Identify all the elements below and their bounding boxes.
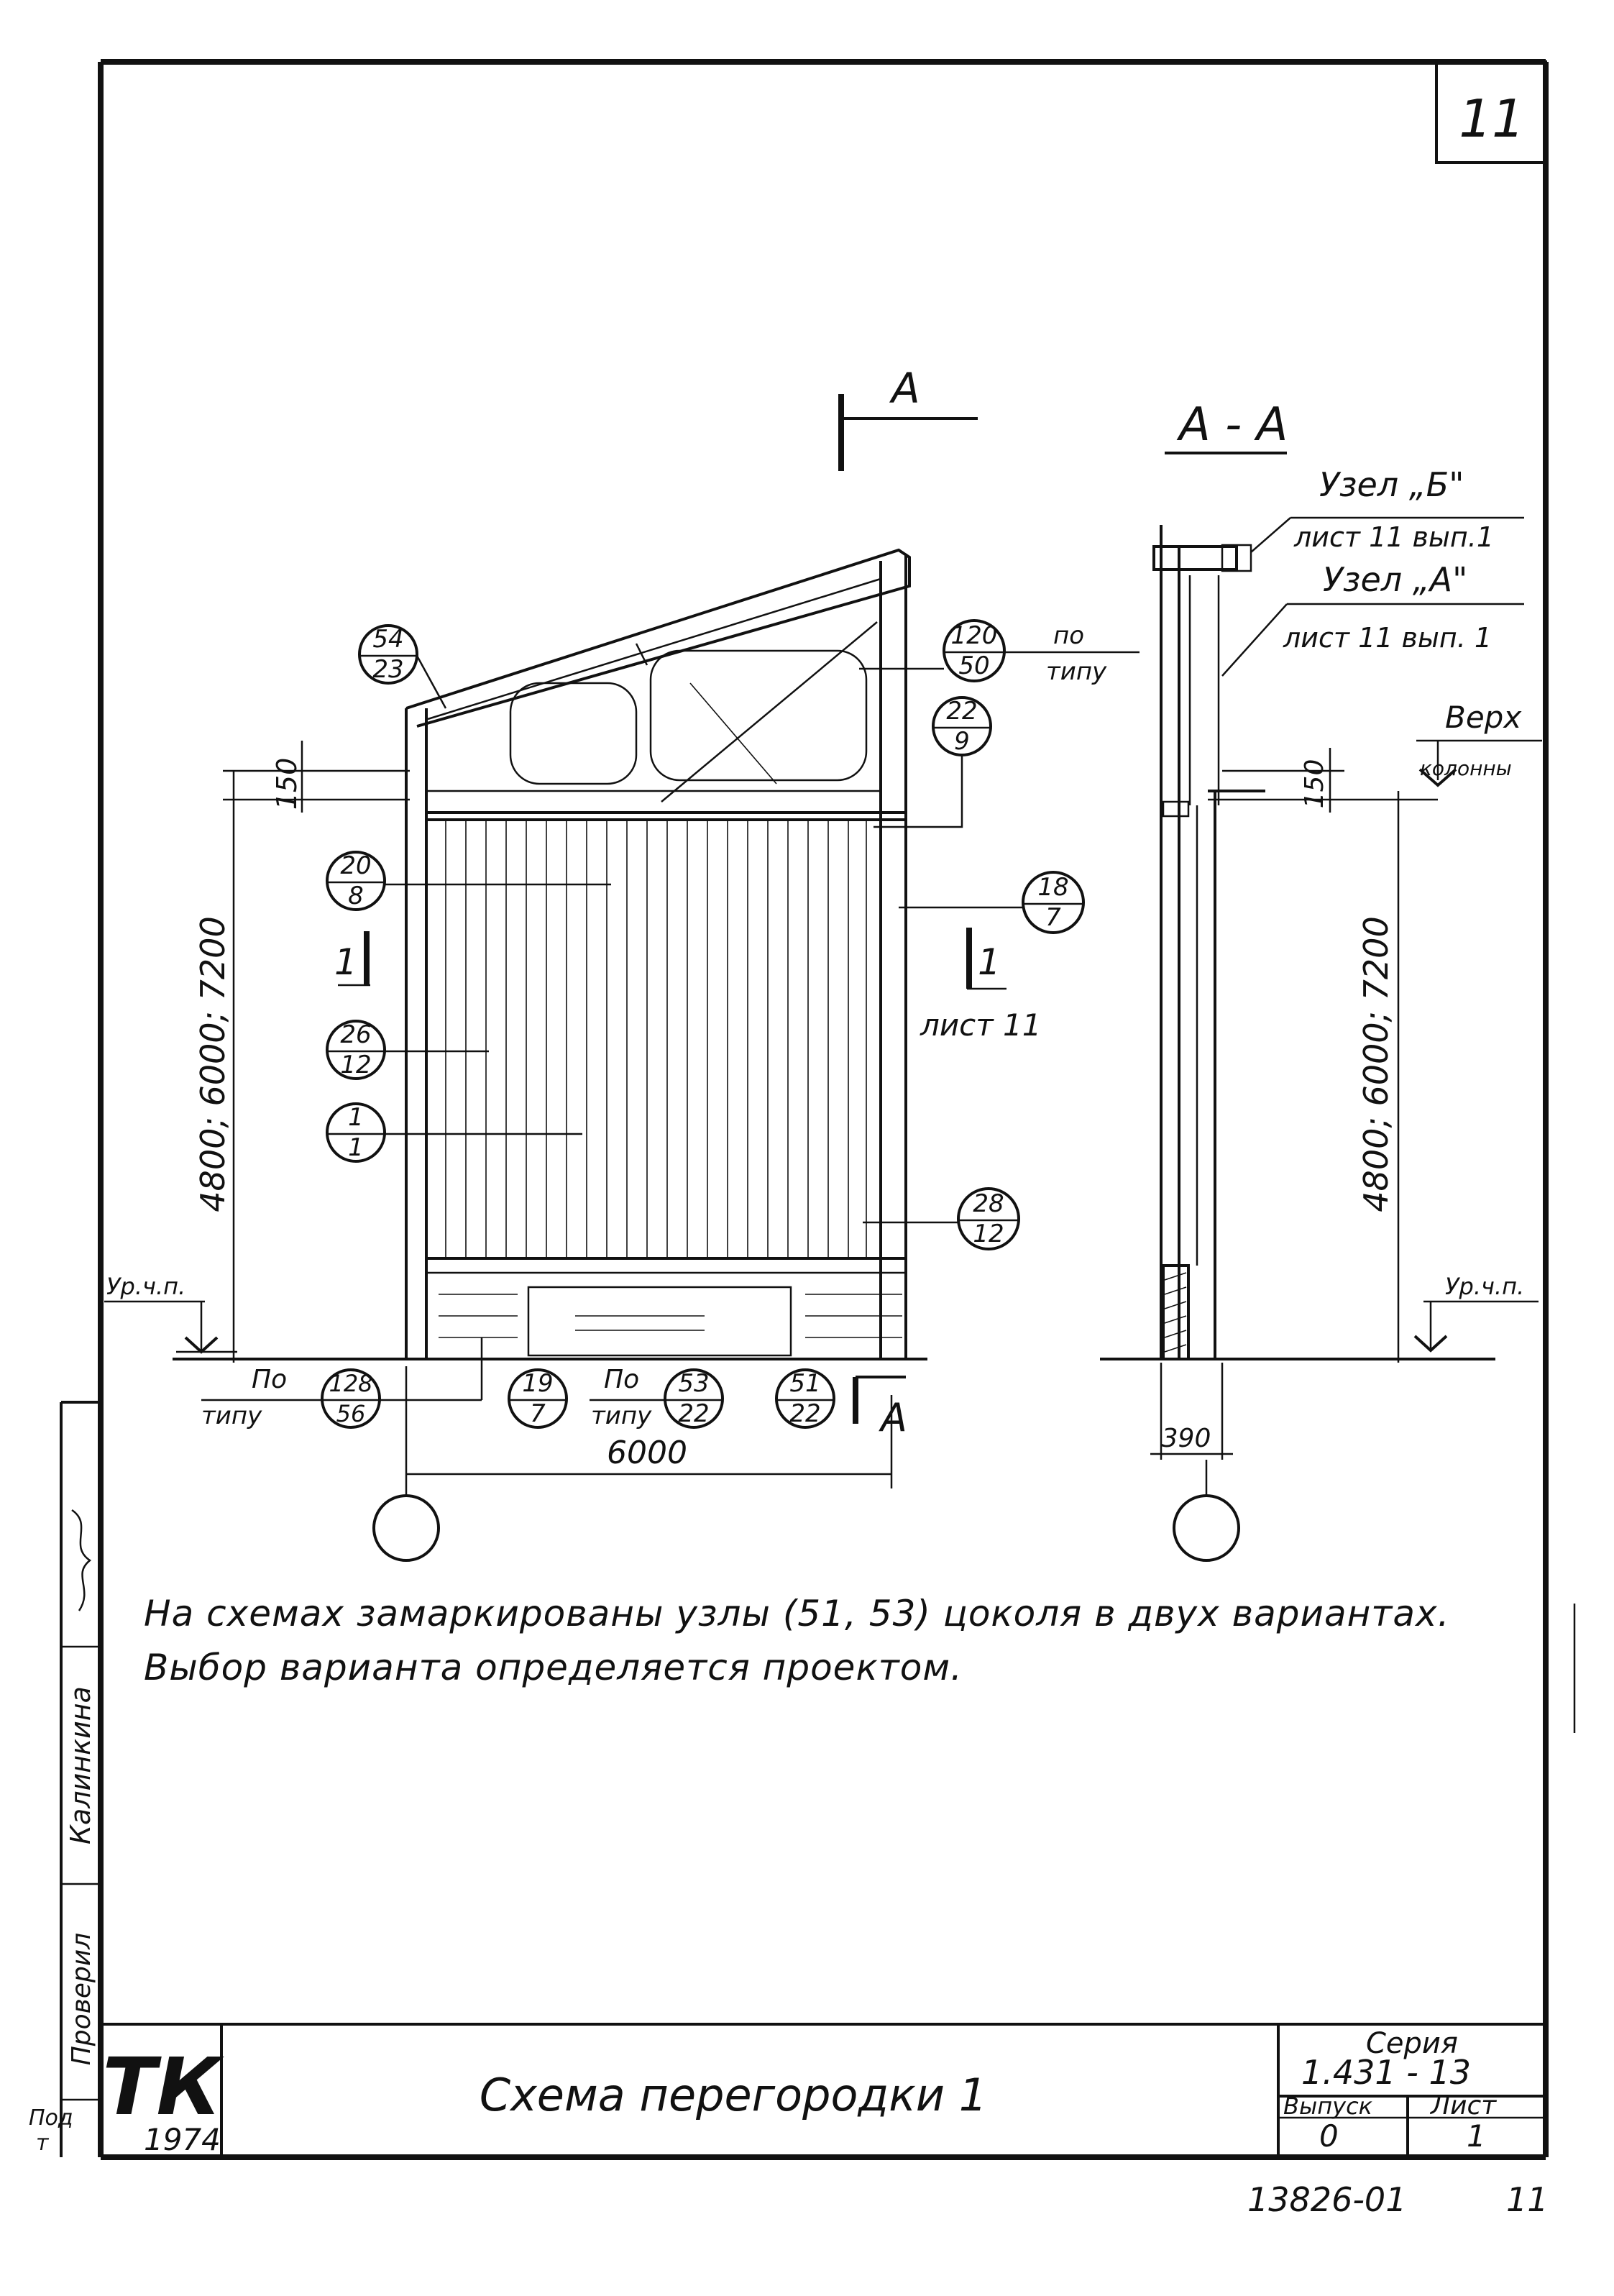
section-aa-title: A - A — [1176, 398, 1288, 452]
node-callout-label-12: 1 — [348, 1103, 364, 1132]
node-120-50: 120 50 по типу — [859, 619, 1140, 686]
node-callout-label-9: 7 — [1045, 903, 1061, 932]
elevation-dim-heights: 4800; 6000; 7200 — [193, 916, 232, 1212]
stamp-checked-label: Проверил — [67, 1933, 96, 2066]
node-callout-label-11: 12 — [340, 1051, 371, 1079]
section-mark-bottom: A — [853, 1376, 907, 1440]
series-value: 1.431 - 13 — [1301, 2053, 1471, 2092]
node-26-12: 26 12 — [326, 1020, 489, 1080]
node-20-8: 20 8 — [326, 851, 611, 911]
node-callout-label-6: 20 — [340, 851, 371, 880]
node-callout-label-3: 50 — [958, 651, 989, 680]
sheet-number: 11 — [1459, 88, 1525, 149]
title-block: ТК 1974 Схема перегородки 1 Серия 1.431 … — [101, 2023, 1546, 2157]
node-callout-label-18: 19 — [522, 1369, 553, 1398]
node-28-12: 28 12 — [863, 1187, 1020, 1250]
signature-mark — [71, 1509, 92, 1611]
section-mark-top-label: A — [889, 364, 920, 413]
sheet-label: Лист — [1429, 2091, 1497, 2121]
node-callout-label-21: 22 — [678, 1399, 709, 1428]
po-tipu-bottom-1: По — [252, 1365, 287, 1394]
node-19-7: 19 7 — [508, 1368, 568, 1429]
stamp-cut-text-2: т — [36, 2131, 50, 2156]
node-18-7: 18 7 — [899, 871, 1085, 934]
node-b-ref: лист 11 вып.1 — [1293, 521, 1494, 553]
node-128-56: 128 56 По типу — [201, 1337, 483, 1430]
side-stamp: Калинкина Проверил Под т — [29, 1401, 101, 2157]
po-tipu-bottom-2: типу — [201, 1401, 262, 1430]
sheet-value: 1 — [1467, 2118, 1486, 2154]
node-callout-label-17: 56 — [336, 1400, 366, 1427]
title-text: Схема перегородки 1 — [480, 2069, 987, 2121]
elevation-dim-width: 6000 — [607, 1435, 687, 1471]
elevation-dimensions: 150 4800; 6000; 7200 Ур.ч.п. 6000 — [104, 741, 893, 1562]
po-tipu-mid-1: По — [604, 1365, 639, 1394]
node-callout-label-22: 51 — [789, 1369, 820, 1398]
node-b-title: Узел „Б" — [1319, 465, 1464, 504]
series-label: Серия — [1366, 2027, 1458, 2060]
top-of-column-2: колонны — [1420, 756, 1512, 780]
node-a-ref: лист 11 вып. 1 — [1283, 622, 1492, 654]
stamp-cut-text: Под — [29, 2105, 73, 2131]
note-line-2: Выбор варианта определяется проектом. — [144, 1647, 963, 1688]
note-line-1: На схемах замаркированы узлы (51, 53) цо… — [144, 1593, 1450, 1634]
title-year: 1974 — [144, 2122, 221, 2157]
sheet-frame — [98, 59, 1576, 2160]
node-callouts: 54 23 120 50 по типу 22 9 20 8 — [201, 619, 1140, 1430]
title-logo: ТК — [103, 2041, 225, 2133]
node-callout-label-19: 7 — [530, 1399, 546, 1428]
section-aa: A - A 390 — [1100, 398, 1542, 1562]
po-tipu-top-2: типу — [1046, 657, 1107, 686]
node-callout-label-20: 53 — [678, 1369, 709, 1398]
po-tipu-mid-2: типу — [591, 1401, 652, 1430]
po-tipu-top-1: по — [1053, 621, 1084, 650]
section-dim-heights: 4800; 6000; 7200 — [1357, 916, 1395, 1212]
elevation-level-mark: Ур.ч.п. — [106, 1273, 185, 1300]
node-callout-label-2: 120 — [951, 621, 998, 650]
sheet-number-box: 11 — [1435, 60, 1547, 164]
node-22-9: 22 9 — [874, 696, 992, 828]
node-1-1: 1 1 — [326, 1102, 582, 1163]
node-callout-label-23: 22 — [789, 1399, 820, 1428]
section-1-left-label: 1 — [334, 941, 357, 983]
node-callout-label-10: 26 — [340, 1020, 371, 1049]
plinth-hatch — [439, 1294, 902, 1338]
node-54-23: 54 23 — [358, 624, 447, 709]
node-callout-label-0: 54 — [372, 625, 403, 654]
node-a-title: Узел „А" — [1323, 560, 1467, 599]
footer-page: 11 — [1506, 2180, 1549, 2219]
section-dim-390: 390 — [1162, 1424, 1211, 1453]
section-1-ref: лист 11 — [920, 1007, 1042, 1043]
node-callout-label-7: 8 — [348, 882, 364, 910]
stamp-checked-name: Калинкина — [65, 1686, 96, 1844]
axis-circle-left — [372, 1494, 440, 1562]
node-callout-label-4: 22 — [946, 697, 977, 726]
node-51-22: 51 22 — [775, 1368, 835, 1429]
node-callout-label-13: 1 — [348, 1133, 364, 1162]
section-1-right-label: 1 — [978, 941, 1001, 983]
issue-label: Выпуск — [1283, 2093, 1373, 2120]
section-mark-top: A — [838, 364, 978, 471]
node-callout-label-15: 12 — [973, 1220, 1004, 1248]
section-mark-bottom-label: A — [879, 1395, 907, 1440]
footer-code: 13826-01 — [1247, 2180, 1406, 2219]
node-53-22: 53 22 По типу — [590, 1365, 724, 1430]
node-callout-label-8: 18 — [1037, 873, 1068, 902]
issue-value: 0 — [1319, 2118, 1339, 2154]
partition-elevation — [173, 548, 927, 1360]
axis-circle-right — [1173, 1494, 1240, 1562]
node-callout-label-16: 128 — [329, 1370, 372, 1397]
section-level-mark: Ур.ч.п. — [1445, 1273, 1524, 1300]
node-callout-label-5: 9 — [954, 727, 970, 756]
section-1-marks: 1 1 лист 11 — [334, 928, 1042, 1043]
cladding-panels — [445, 820, 867, 1258]
elevation-dim-150: 150 — [271, 758, 303, 810]
node-callout-label-1: 23 — [372, 655, 403, 684]
top-of-column-1: Верх — [1445, 700, 1522, 735]
section-dim-150: 150 — [1300, 759, 1329, 809]
node-callout-label-14: 28 — [973, 1189, 1004, 1218]
